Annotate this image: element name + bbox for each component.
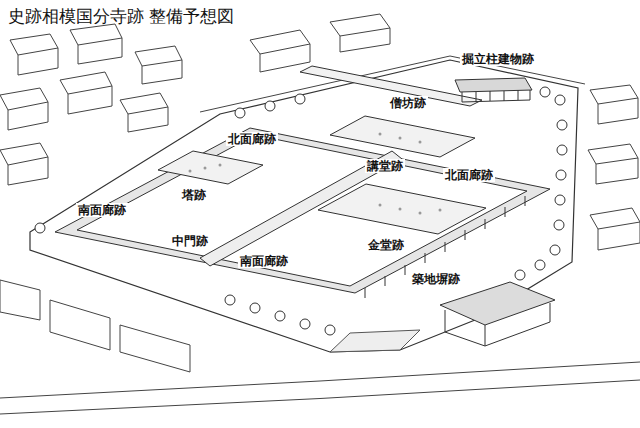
tree — [250, 303, 260, 313]
pillar-dot — [379, 204, 382, 207]
pillar-dot — [219, 164, 222, 167]
tree — [540, 87, 550, 97]
lecture-hall-platform — [330, 116, 475, 157]
building-roof — [440, 282, 555, 325]
house — [50, 300, 110, 350]
site-boundary — [30, 60, 578, 352]
tree — [556, 170, 566, 180]
site-label: 北面廊跡 — [443, 168, 495, 182]
tree — [535, 260, 545, 270]
site-label: 講堂跡 — [365, 159, 405, 173]
pillar-dots — [189, 133, 442, 215]
tree — [555, 195, 565, 205]
site-label: 築地塀跡 — [410, 272, 462, 286]
tree — [295, 94, 305, 104]
pillar-dot — [439, 209, 442, 212]
pillar-dot — [419, 212, 422, 215]
corridor-band — [55, 128, 550, 293]
house — [0, 88, 48, 130]
houses — [0, 14, 640, 372]
site-label: 中門跡 — [170, 234, 210, 248]
main-hall-platform — [318, 184, 486, 234]
site-label: 掘立柱建物跡 — [460, 52, 536, 66]
house — [588, 144, 638, 184]
tree — [275, 311, 285, 321]
house — [10, 34, 58, 75]
pillar-dot — [399, 208, 402, 211]
site-label: 北面廊跡 — [226, 132, 278, 146]
tree — [35, 223, 45, 233]
pillar-building — [455, 78, 532, 102]
house — [120, 325, 190, 372]
building-roof — [455, 78, 532, 92]
pillar-dot — [189, 170, 192, 173]
tree — [557, 145, 567, 155]
pillar-dot — [399, 137, 402, 140]
pillar-dot — [204, 167, 207, 170]
tree — [550, 245, 560, 255]
tree-row — [35, 87, 567, 335]
tree — [265, 101, 275, 111]
tower-platform — [158, 151, 263, 184]
house — [0, 280, 40, 320]
tree — [235, 108, 245, 118]
house — [135, 46, 182, 84]
site-label: 南面廊跡 — [76, 203, 128, 217]
building-walls — [445, 303, 550, 346]
pillar-dot — [419, 141, 422, 144]
tree — [515, 270, 525, 280]
road — [0, 362, 640, 414]
tree — [554, 220, 564, 230]
site-label: 南面廊跡 — [238, 254, 290, 268]
tree — [225, 295, 235, 305]
tree — [557, 120, 567, 130]
tree — [555, 95, 565, 105]
pillar-dot — [379, 133, 382, 136]
house — [330, 14, 390, 52]
site-label: 塔跡 — [180, 188, 208, 202]
building-pillars — [462, 90, 530, 102]
plan-title: 史跡相模国分寺跡 整備予想図 — [8, 6, 234, 26]
house — [60, 72, 112, 114]
house — [590, 208, 640, 250]
house — [590, 85, 638, 124]
house — [250, 30, 310, 72]
tree — [300, 319, 310, 329]
house — [120, 93, 168, 132]
house — [0, 143, 48, 185]
entrance-paving — [330, 330, 420, 352]
modern-building — [440, 282, 555, 346]
site-label: 金堂跡 — [366, 238, 406, 252]
house — [70, 24, 122, 64]
tree — [325, 325, 335, 335]
site-label: 僧坊跡 — [388, 96, 428, 110]
